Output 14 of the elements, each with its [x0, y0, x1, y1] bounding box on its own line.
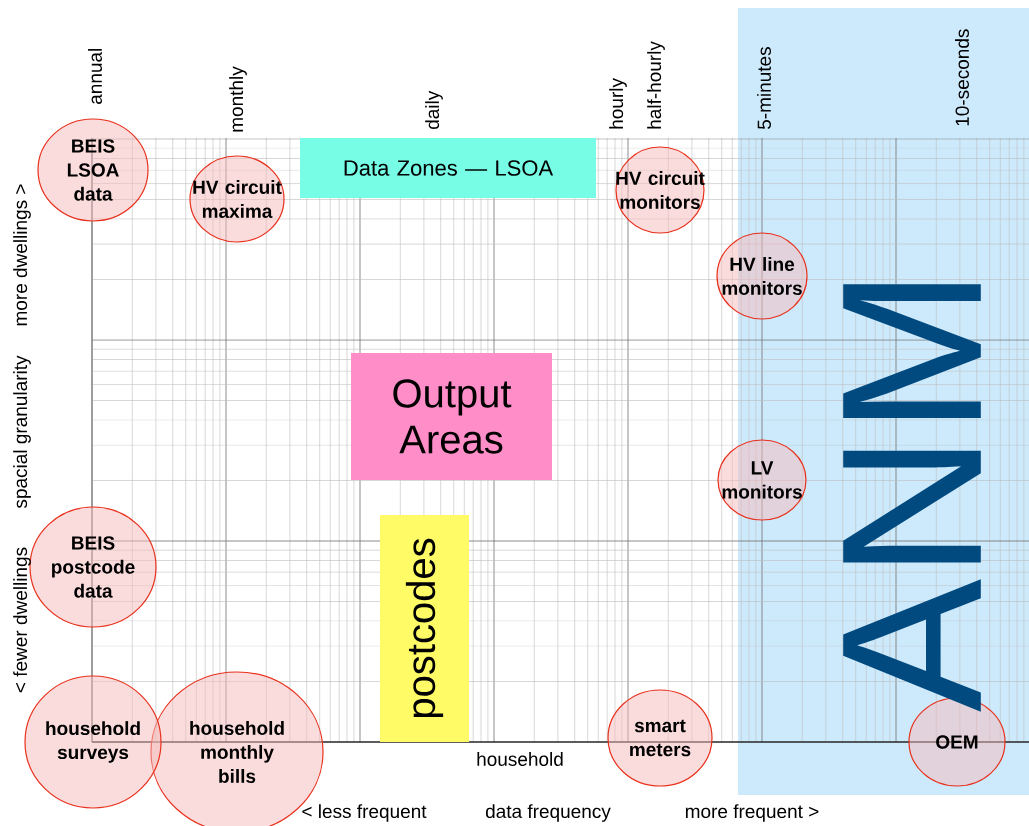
axis-tick-label: hourly [609, 78, 627, 129]
area-box: Output Areas [351, 353, 552, 480]
axis-title: spacial granularity [13, 355, 31, 509]
axis-tick-label: half-hourly [647, 41, 665, 129]
axis-tick-label: 10-seconds [955, 29, 969, 126]
axis-label: < less frequent [302, 804, 427, 822]
axis-label: household [477, 752, 563, 766]
axis-label: more dwellings > [13, 184, 31, 326]
axis-tick-label: 5-minutes [757, 47, 771, 130]
area-box: postcodes [380, 515, 469, 742]
axis-title: data frequency [485, 804, 611, 822]
axis-tick-label: monthly [229, 66, 247, 132]
area-box: Data Zones — LSOA [300, 138, 596, 198]
axis-label: more frequent > [685, 804, 819, 822]
